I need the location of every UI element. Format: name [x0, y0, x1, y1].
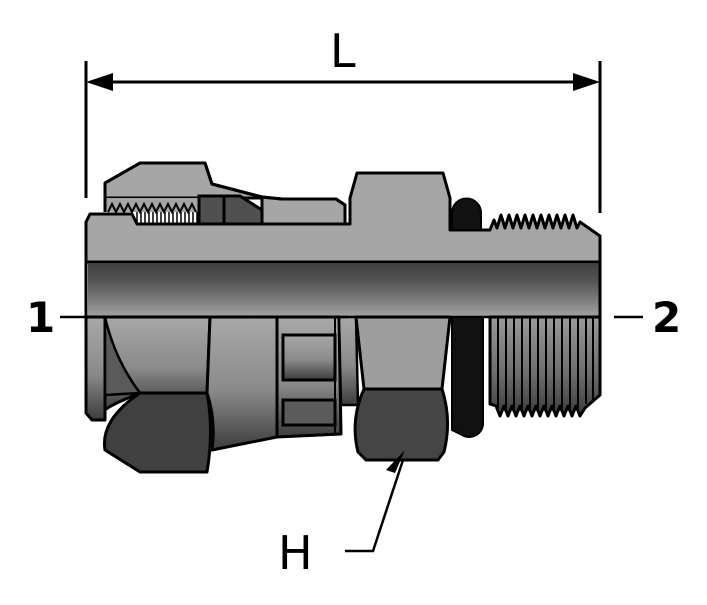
- dimension-label-hex: H: [278, 526, 313, 580]
- lower-exterior: [84, 315, 602, 474]
- dimension-line-L: [84, 61, 602, 213]
- port-label-2: 2: [652, 293, 682, 342]
- port-label-1: 1: [26, 293, 56, 342]
- leader-H: [345, 450, 405, 553]
- upper-section: [84, 161, 602, 264]
- upper-section-overlay: [103, 161, 347, 224]
- dimension-label-length: L: [330, 24, 356, 78]
- bore: [88, 263, 599, 317]
